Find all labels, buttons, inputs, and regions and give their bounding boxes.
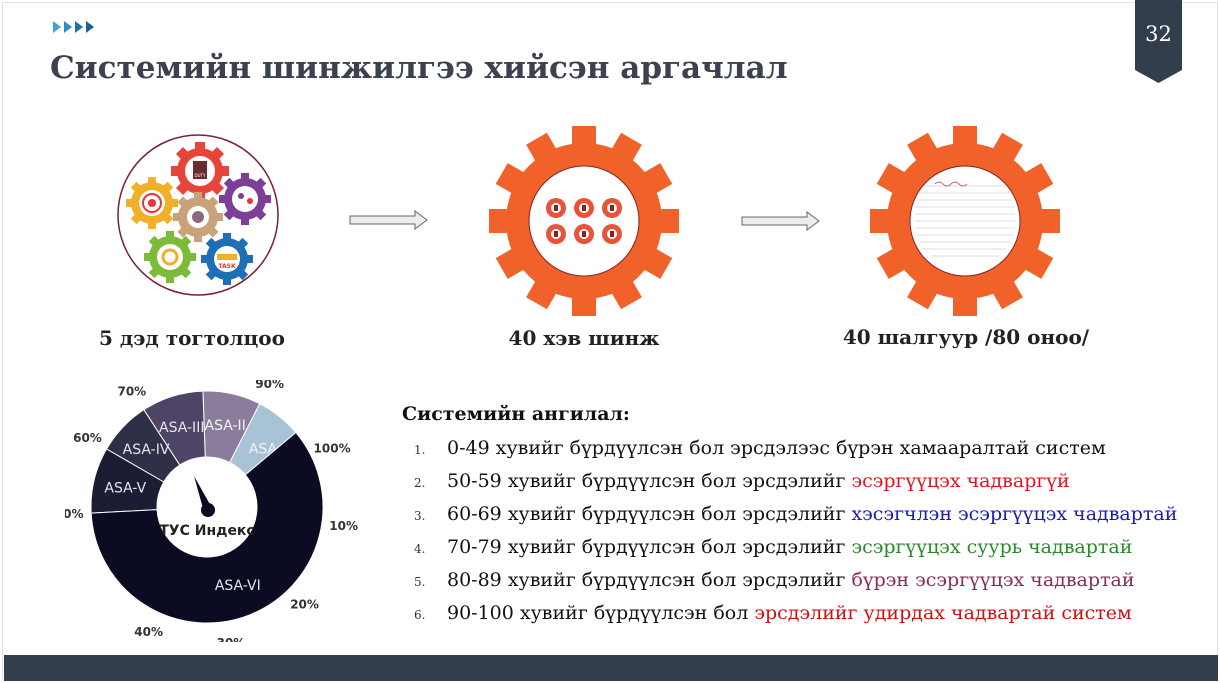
gauge-segment-label: ASA-III [159,420,204,436]
gauge-segment-label: ASA-IV [123,442,170,458]
item-highlight: хэсэгчлэн эсэргүүцэх чадвартай [851,503,1178,525]
classification-list: 1. 0-49 хувийг бүрдүүлсэн бол эрсдэлээс б… [414,432,1177,630]
page-number: 32 [1145,22,1172,46]
chevron-icon [64,21,72,33]
chevrons-decoration [53,21,97,33]
step3-label: 40 шалгуур /80 оноо/ [842,325,1090,349]
item-number: 4. [414,542,426,556]
item-text: 70-79 хувийг бүрдүүлсэн бол эрсдэлийг [447,536,852,558]
arrow-right-icon [349,210,428,230]
gauge-tick-label: 30% [217,636,246,642]
gauge-tick-label: 100% [314,442,351,456]
item-highlight: эсэргүүцэх суурь чадвартай [851,536,1133,558]
target-gear-icon [126,177,178,229]
gauge-tick-label: 10% [329,519,358,533]
refresh-gear-icon [144,231,196,283]
item-number: 6. [414,608,426,622]
item-text: 50-59 хувийг бүрдүүлсэн бол эрсдэлийг [447,470,852,492]
chevron-icon [86,21,94,33]
item-text: 90-100 хувийг бүрдүүлсэн бол [447,602,755,624]
gauge-tick-label: 40% [134,625,163,639]
features-gear-icon [489,126,679,316]
classification-item: 2.50-59 хувийг бүрдүүлсэн бол эрсдэлийг … [414,465,1177,498]
subsystems-illustration: DUTY [117,134,279,296]
classification-item: 4.70-79 хувийг бүрдүүлсэн бол эрсдэлийг … [414,531,1177,564]
item-number: 3. [414,509,426,523]
item-number: 1. [414,443,426,457]
gauge-segment-label: ASA-VI [215,578,261,594]
center-gear-icon [173,192,223,242]
classification-item: 1. 0-49 хувийг бүрдүүлсэн бол эрсдэлээс б… [414,432,1177,465]
step2-label: 40 хэв шинж [508,326,660,350]
page-number-badge [1135,0,1182,83]
step1-label: 5 дэд тогтолцоо [99,326,285,350]
gauge-segment [90,431,324,624]
slide-title: Системийн шинжилгээ хийсэн аргачлал [50,50,788,86]
duty-gear-icon: DUTY [171,142,229,200]
gauge-tick-label: 20% [290,598,319,612]
gauge-tick-label: 70% [117,384,146,398]
svg-text:DUTY: DUTY [195,173,206,178]
gauge-needle [194,476,212,512]
chevron-icon [53,21,61,33]
task-gear-icon: TASK [201,233,253,285]
item-text: 60-69 хувийг бүрдүүлсэн бол эрсдэлийг [447,503,852,525]
gauge-tick-label: 90% [255,380,284,391]
footer-bar [4,655,1218,681]
gauge-segment-label: ASA-V [104,480,146,496]
gauge-tick-labels: 100%90%80%70%60%50%40%30%20%10% [65,380,358,642]
gauge-tick-label: 60% [73,431,102,445]
gauge-tick-label: 50% [65,507,84,521]
item-number: 5. [414,575,426,589]
item-highlight: эсэргүүцэх чадваргүй [851,470,1070,492]
small-gears-grid [546,198,622,244]
classification-item: 6. 90-100 хувийг бүрдүүлсэн бол эрсдэлийг… [414,597,1177,630]
chevron-icon [75,21,83,33]
svg-text:TASK: TASK [218,263,236,270]
item-highlight: эрсдэлийг удирдах чадвартай систем [754,602,1132,624]
classification-item: 3.60-69 хувийг бүрдүүлсэн бол эрсдэлийг … [414,498,1177,531]
classification-item: 5.80-89 хувийг бүрдүүлсэн бол эрсдэлийг … [414,564,1177,597]
gauge-segment-label: ASA-II [205,418,246,434]
criteria-gear-icon [870,126,1060,316]
item-highlight: бүрэн эсэргүүцэх чадвартай [851,569,1135,591]
item-text: 0-49 хувийг бүрдүүлсэн бол эрсдэлээс бүр… [447,437,1106,459]
item-number: 2. [414,476,426,490]
people-gear-icon [219,173,271,225]
item-text: 80-89 хувийг бүрдүүлсэн бол эрсдэлийг [447,569,852,591]
gauge-center-label: ТУС Индекс [159,523,254,539]
gauge-needle-hub [201,503,215,517]
classification-title: Системийн ангилал: [402,403,630,425]
arrow-right-icon [741,211,820,231]
